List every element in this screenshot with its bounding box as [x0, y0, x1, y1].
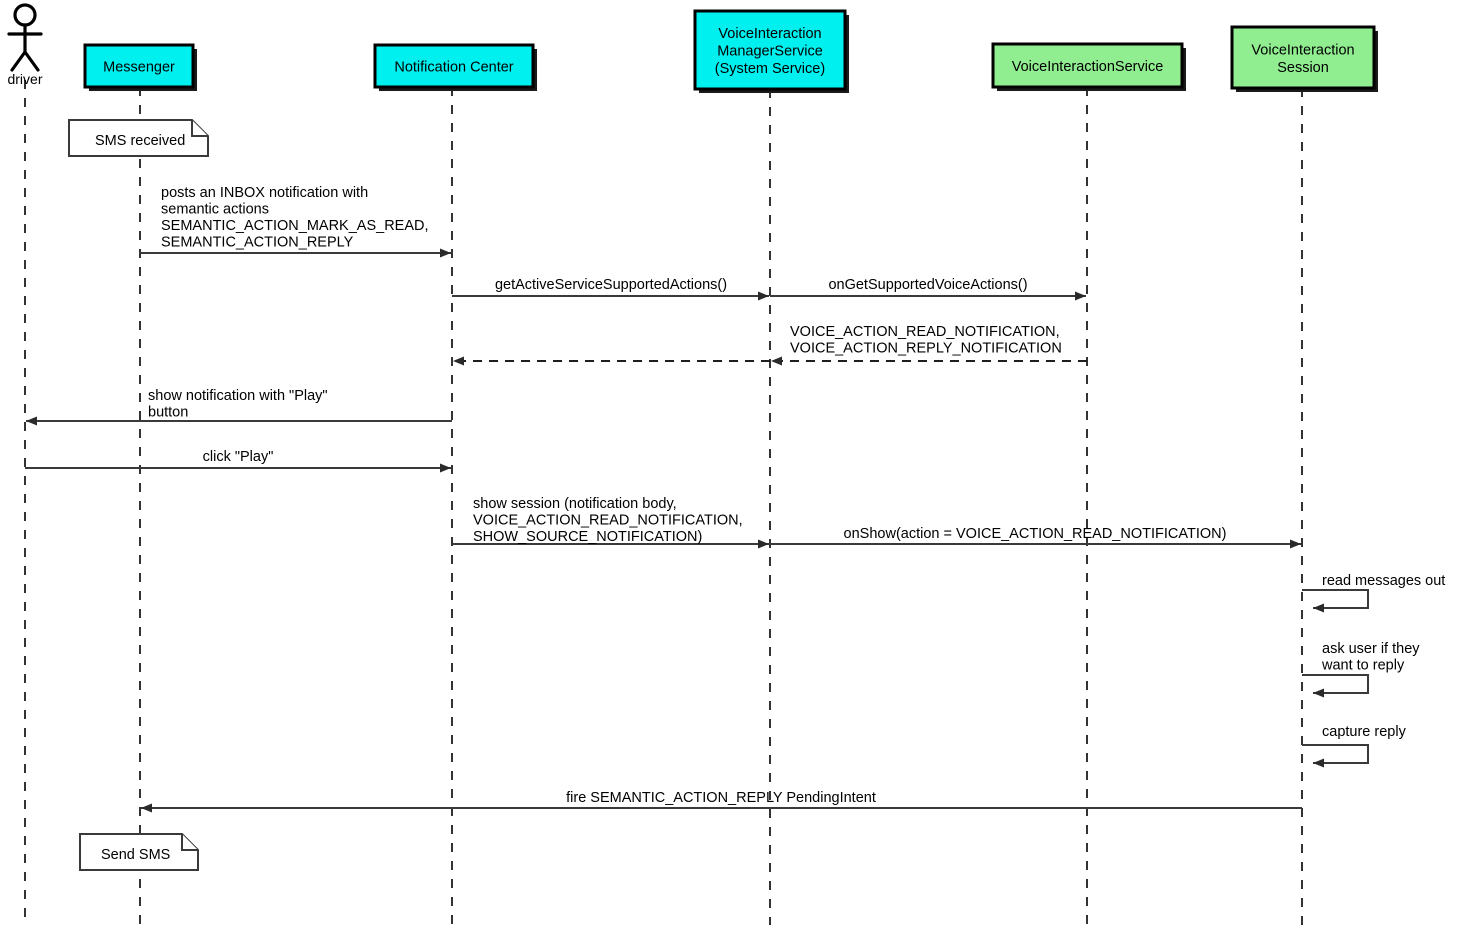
message-label-msg-click-play: click "Play"	[203, 449, 274, 465]
message-msg-show-notification-with-play-button[interactable]: show notification with "Play"button	[26, 388, 452, 426]
participant-label-notification-center: Notification Center	[394, 60, 513, 76]
participant-box-voice-interaction-session[interactable]	[1230, 25, 1376, 90]
message-label-msg-post-inbox-notification: SEMANTIC_ACTION_REPLY	[161, 235, 354, 251]
message-label-msg-get-active-service-supported-actions: getActiveServiceSupportedActions()	[495, 277, 727, 293]
self-message-label-self-ask-user-if-they-want-to-reply: ask user if they	[1322, 641, 1420, 657]
actor-right-leg-icon	[23, 50, 40, 72]
message-label-msg-show-session: show session (notification body,	[473, 496, 677, 512]
actor-driver[interactable]: driver	[7, 3, 43, 87]
participant-label-messenger: Messenger	[103, 60, 175, 76]
message-msg-on-show[interactable]: onShow(action = VOICE_ACTION_READ_NOTIFI…	[770, 526, 1301, 549]
message-msg-fire-semantic-action-reply[interactable]: fire SEMANTIC_ACTION_REPLY PendingIntent	[141, 790, 1302, 813]
note-body	[68, 119, 209, 157]
message-msg-post-inbox-notification[interactable]: posts an INBOX notification withsemantic…	[140, 185, 451, 258]
participant-label-voice-interaction-manager-service: VoiceInteraction	[718, 26, 821, 42]
participant-box-voice-interaction-service[interactable]	[991, 42, 1184, 89]
actor-label-driver: driver	[7, 71, 42, 87]
participant-label-voice-interaction-manager-service: ManagerService	[717, 44, 823, 60]
message-label-msg-on-get-supported-voice-actions: onGetSupportedVoiceActions()	[828, 277, 1027, 293]
message-label-msg-show-notification-with-play-button: show notification with "Play"	[148, 388, 328, 404]
message-label-msg-post-inbox-notification: semantic actions	[161, 202, 269, 218]
self-message-arrow-self-capture-reply	[1302, 744, 1369, 768]
message-label-msg-post-inbox-notification: SEMANTIC_ACTION_MARK_AS_READ,	[161, 218, 429, 234]
self-message-arrow-self-read-messages-out	[1302, 589, 1369, 613]
message-label-msg-voice-actions-return: VOICE_ACTION_REPLY_NOTIFICATION	[790, 341, 1062, 357]
self-message-self-read-messages-out[interactable]: read messages out	[1302, 573, 1445, 613]
self-message-self-capture-reply[interactable]: capture reply	[1302, 724, 1407, 768]
actor-left-leg-icon	[10, 50, 27, 72]
participant-box-notification-center[interactable]	[373, 43, 535, 89]
note-label: Send SMS	[101, 847, 170, 863]
note-fold-corner-icon	[181, 834, 198, 851]
participant-messenger[interactable]: Messenger	[83, 43, 197, 91]
message-msg-get-active-service-supported-actions[interactable]: getActiveServiceSupportedActions()	[452, 277, 769, 301]
message-label-msg-show-notification-with-play-button: button	[148, 405, 188, 421]
participant-box-messenger[interactable]	[83, 43, 195, 89]
note-label: SMS received	[95, 133, 185, 149]
participant-label-voice-interaction-manager-service: (System Service)	[715, 61, 825, 77]
participant-label-voice-interaction-session: VoiceInteraction	[1251, 42, 1354, 58]
message-label-msg-on-show: onShow(action = VOICE_ACTION_READ_NOTIFI…	[844, 526, 1227, 542]
message-label-msg-voice-actions-return: VOICE_ACTION_READ_NOTIFICATION,	[790, 324, 1060, 340]
participant-label-voice-interaction-service: VoiceInteractionService	[1012, 59, 1164, 75]
message-msg-show-session[interactable]: show session (notification body,VOICE_AC…	[452, 496, 769, 549]
self-message-label-self-read-messages-out: read messages out	[1322, 573, 1445, 589]
message-msg-on-get-supported-voice-actions[interactable]: onGetSupportedVoiceActions()	[770, 277, 1086, 301]
message-label-msg-show-session: SHOW_SOURCE_NOTIFICATION)	[473, 529, 702, 545]
actor-layer: driver	[7, 3, 43, 87]
note-send-sms: Send SMS	[79, 833, 199, 871]
self-message-arrow-self-ask-user-if-they-want-to-reply	[1302, 674, 1369, 698]
self-message-label-self-ask-user-if-they-want-to-reply: want to reply	[1321, 658, 1405, 674]
actor-head-icon	[13, 3, 37, 27]
participant-label-voice-interaction-session: Session	[1277, 60, 1329, 76]
participant-box-voice-interaction-manager-service[interactable]	[693, 9, 847, 91]
note-fold-corner-icon	[191, 120, 208, 137]
participant-voice-interaction-service[interactable]: VoiceInteractionService	[991, 42, 1186, 91]
message-msg-click-play[interactable]: click "Play"	[25, 449, 451, 473]
participant-notification-center[interactable]: Notification Center	[373, 43, 537, 91]
note-body	[79, 833, 199, 871]
lifelines-layer	[24, 80, 1303, 925]
messages-layer: posts an INBOX notification withsemantic…	[25, 185, 1302, 813]
message-msg-voice-actions-return[interactable]: VOICE_ACTION_READ_NOTIFICATION,VOICE_ACT…	[771, 324, 1087, 366]
participant-boxes-layer: Messenger Notification Center VoiceInterac…	[83, 9, 1378, 93]
message-label-msg-post-inbox-notification: posts an INBOX notification with	[161, 185, 368, 201]
message-label-msg-show-session: VOICE_ACTION_READ_NOTIFICATION,	[473, 513, 743, 529]
message-label-msg-fire-semantic-action-reply: fire SEMANTIC_ACTION_REPLY PendingIntent	[566, 790, 876, 806]
self-message-label-self-capture-reply: capture reply	[1322, 724, 1407, 740]
note-sms-received: SMS received	[68, 119, 209, 157]
